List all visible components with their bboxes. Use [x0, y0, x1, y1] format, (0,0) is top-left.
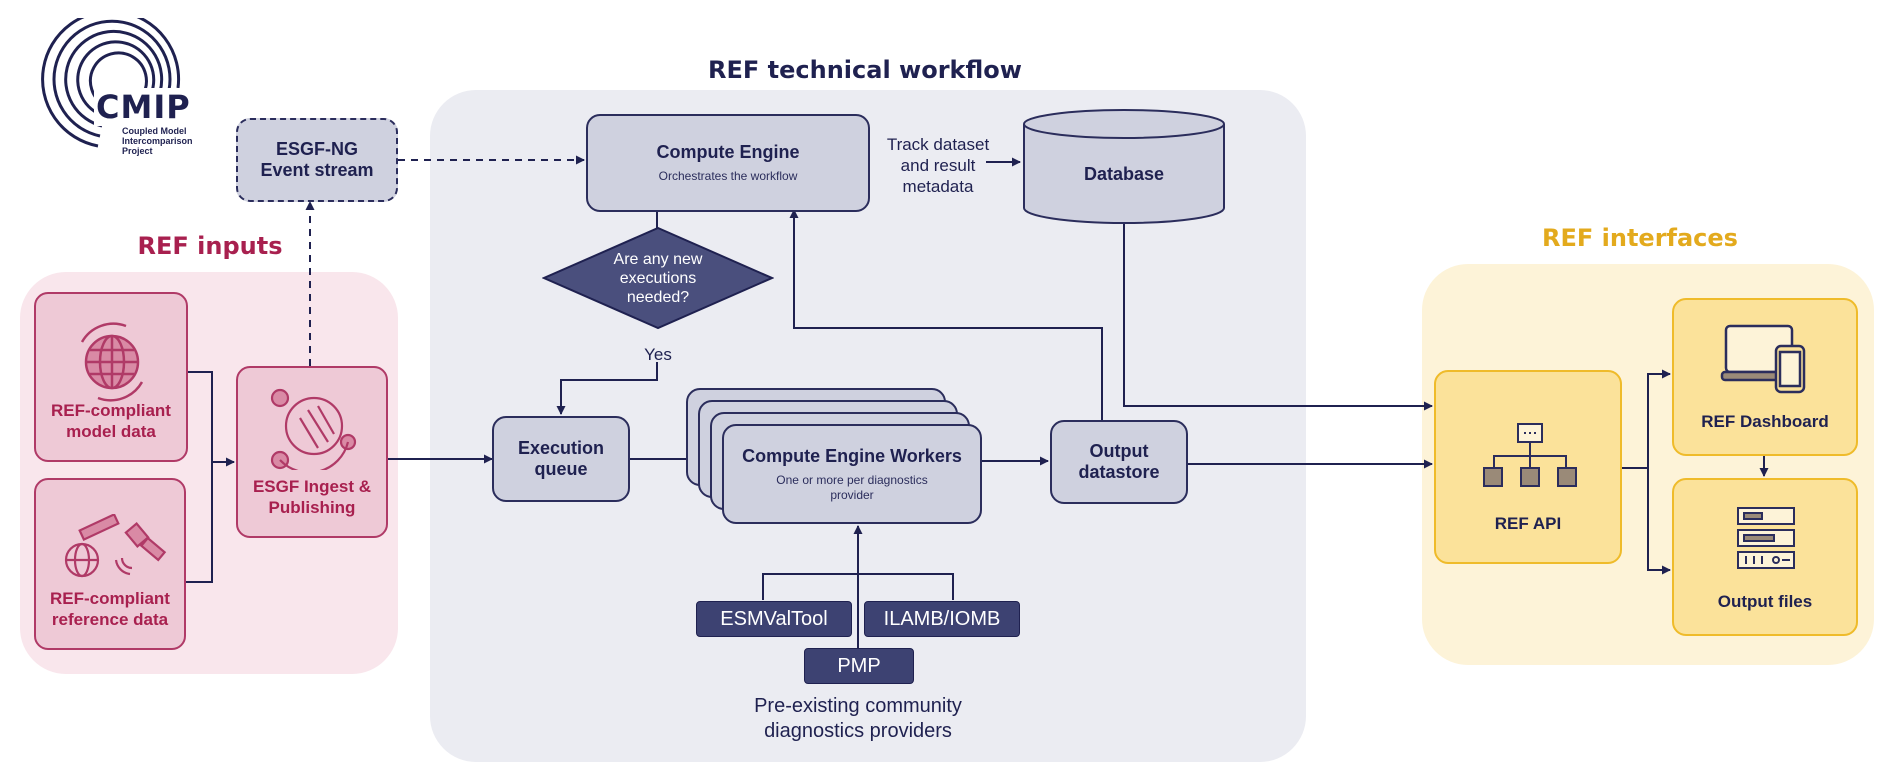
output-datastore-line-2: datastore [1078, 462, 1160, 482]
esmvaltool-box[interactable]: ESMValTool [696, 601, 852, 637]
database-to-api-arrow [1123, 224, 1433, 411]
esgf-ng-event-stream[interactable]: ESGF-NG Event stream [236, 118, 398, 202]
compute-engine-subtitle: Orchestrates the workflow [658, 169, 798, 183]
database-cylinder[interactable]: Database [1022, 108, 1226, 226]
ref-dashboard-title: REF Dashboard [1701, 412, 1829, 431]
cmip-acronym: CMIP [94, 88, 193, 126]
api-to-dashboard-arrow [1622, 369, 1671, 469]
model-data-line-1: REF-compliant [51, 401, 171, 420]
esgf-ingest-box[interactable]: ESGF Ingest & Publishing [236, 366, 388, 538]
providers-caption: Pre-existing community diagnostics provi… [700, 694, 1016, 744]
ref-inputs-title: REF inputs [137, 232, 283, 260]
model-data-line-2: model data [66, 422, 156, 441]
api-hierarchy-icon [1483, 423, 1577, 487]
esgf-ng-line-2: Event stream [260, 160, 374, 180]
track-line-1: Track dataset [886, 135, 990, 154]
track-line-2: and result [900, 156, 976, 175]
esgf-ingest-line-2: Publishing [268, 498, 356, 517]
output-files-title: Output files [1717, 592, 1813, 611]
track-line-3: metadata [902, 177, 974, 196]
decision-line-3: needed? [626, 289, 690, 306]
yes-label: Yes [644, 345, 672, 364]
ref-dashboard-box[interactable]: REF Dashboard [1672, 298, 1858, 456]
ref-interfaces-title: REF interfaces [1542, 224, 1738, 252]
output-datastore-box[interactable]: Output datastore [1050, 420, 1188, 504]
compute-engine-title: Compute Engine [656, 142, 800, 162]
decision-shape [541, 226, 775, 330]
decision-diamond[interactable]: Are any new executions needed? [541, 226, 775, 330]
cmip-rings-icon [41, 9, 181, 148]
ref-workflow-title: REF technical workflow [708, 56, 1022, 84]
cmip-logo: CMIP Coupled Model Intercomparison Proje… [38, 9, 218, 166]
esgf-ng-line-1: ESGF-NG [275, 139, 358, 159]
execution-queue-line-1: Execution [517, 438, 605, 458]
decision-text: Are any new executions needed? [542, 250, 774, 307]
workers-subtitle-line-1: One or more per diagnostics [776, 472, 928, 487]
providers-caption-line-1: Pre-existing community [754, 695, 962, 717]
decision-yes-arrow [556, 362, 658, 415]
reference-data-line-1: REF-compliant [50, 589, 170, 608]
ilamb-box[interactable]: ILAMB/IOMB [864, 601, 1020, 637]
database-icon [1023, 109, 1225, 224]
telescope-satellite-icon [64, 514, 167, 578]
database-title: Database [1083, 164, 1165, 184]
reference-data-box[interactable]: REF-compliant reference data [34, 478, 186, 650]
cmip-fullname-line-3: Project [122, 146, 153, 156]
compute-engine-workers-box[interactable]: Compute Engine Workers One or more per d… [722, 424, 982, 524]
server-files-icon [1737, 507, 1795, 569]
track-metadata-label: Track dataset and result metadata [870, 134, 1006, 197]
esgf-ingest-line-1: ESGF Ingest & [252, 477, 372, 496]
model-data-connector [188, 371, 213, 462]
decision-line-2: executions [619, 270, 697, 287]
cmip-fullname-line-2: Intercomparison [122, 136, 193, 146]
cmip-fullname-line-1: Coupled Model [122, 126, 187, 136]
devices-icon [1720, 324, 1806, 394]
model-data-box[interactable]: REF-compliant model data [34, 292, 188, 462]
ref-api-box[interactable]: REF API [1434, 370, 1622, 564]
pmp-box[interactable]: PMP [804, 648, 914, 684]
cmip-fullname: Coupled Model Intercomparison Project [122, 126, 193, 156]
output-files-box[interactable]: Output files [1672, 478, 1858, 636]
datastore-to-compute-arrow [789, 209, 1103, 420]
api-to-output-files-arrow [1647, 468, 1671, 575]
decision-line-1: Are any new [613, 251, 703, 268]
output-datastore-line-1: Output [1089, 441, 1149, 461]
workers-title: Compute Engine Workers [742, 445, 962, 466]
execution-queue-line-2: queue [534, 459, 588, 479]
execution-queue-box[interactable]: Execution queue [492, 416, 630, 502]
ingest-orbit-icon [270, 388, 357, 470]
compute-engine-box[interactable]: Compute Engine Orchestrates the workflow [586, 114, 870, 212]
reference-data-connector [186, 462, 213, 583]
ref-api-title: REF API [1494, 514, 1562, 533]
providers-caption-line-2: diagnostics providers [764, 720, 952, 742]
globe-icon [80, 322, 144, 402]
reference-data-line-2: reference data [51, 610, 169, 629]
workers-subtitle-line-2: provider [830, 487, 874, 502]
